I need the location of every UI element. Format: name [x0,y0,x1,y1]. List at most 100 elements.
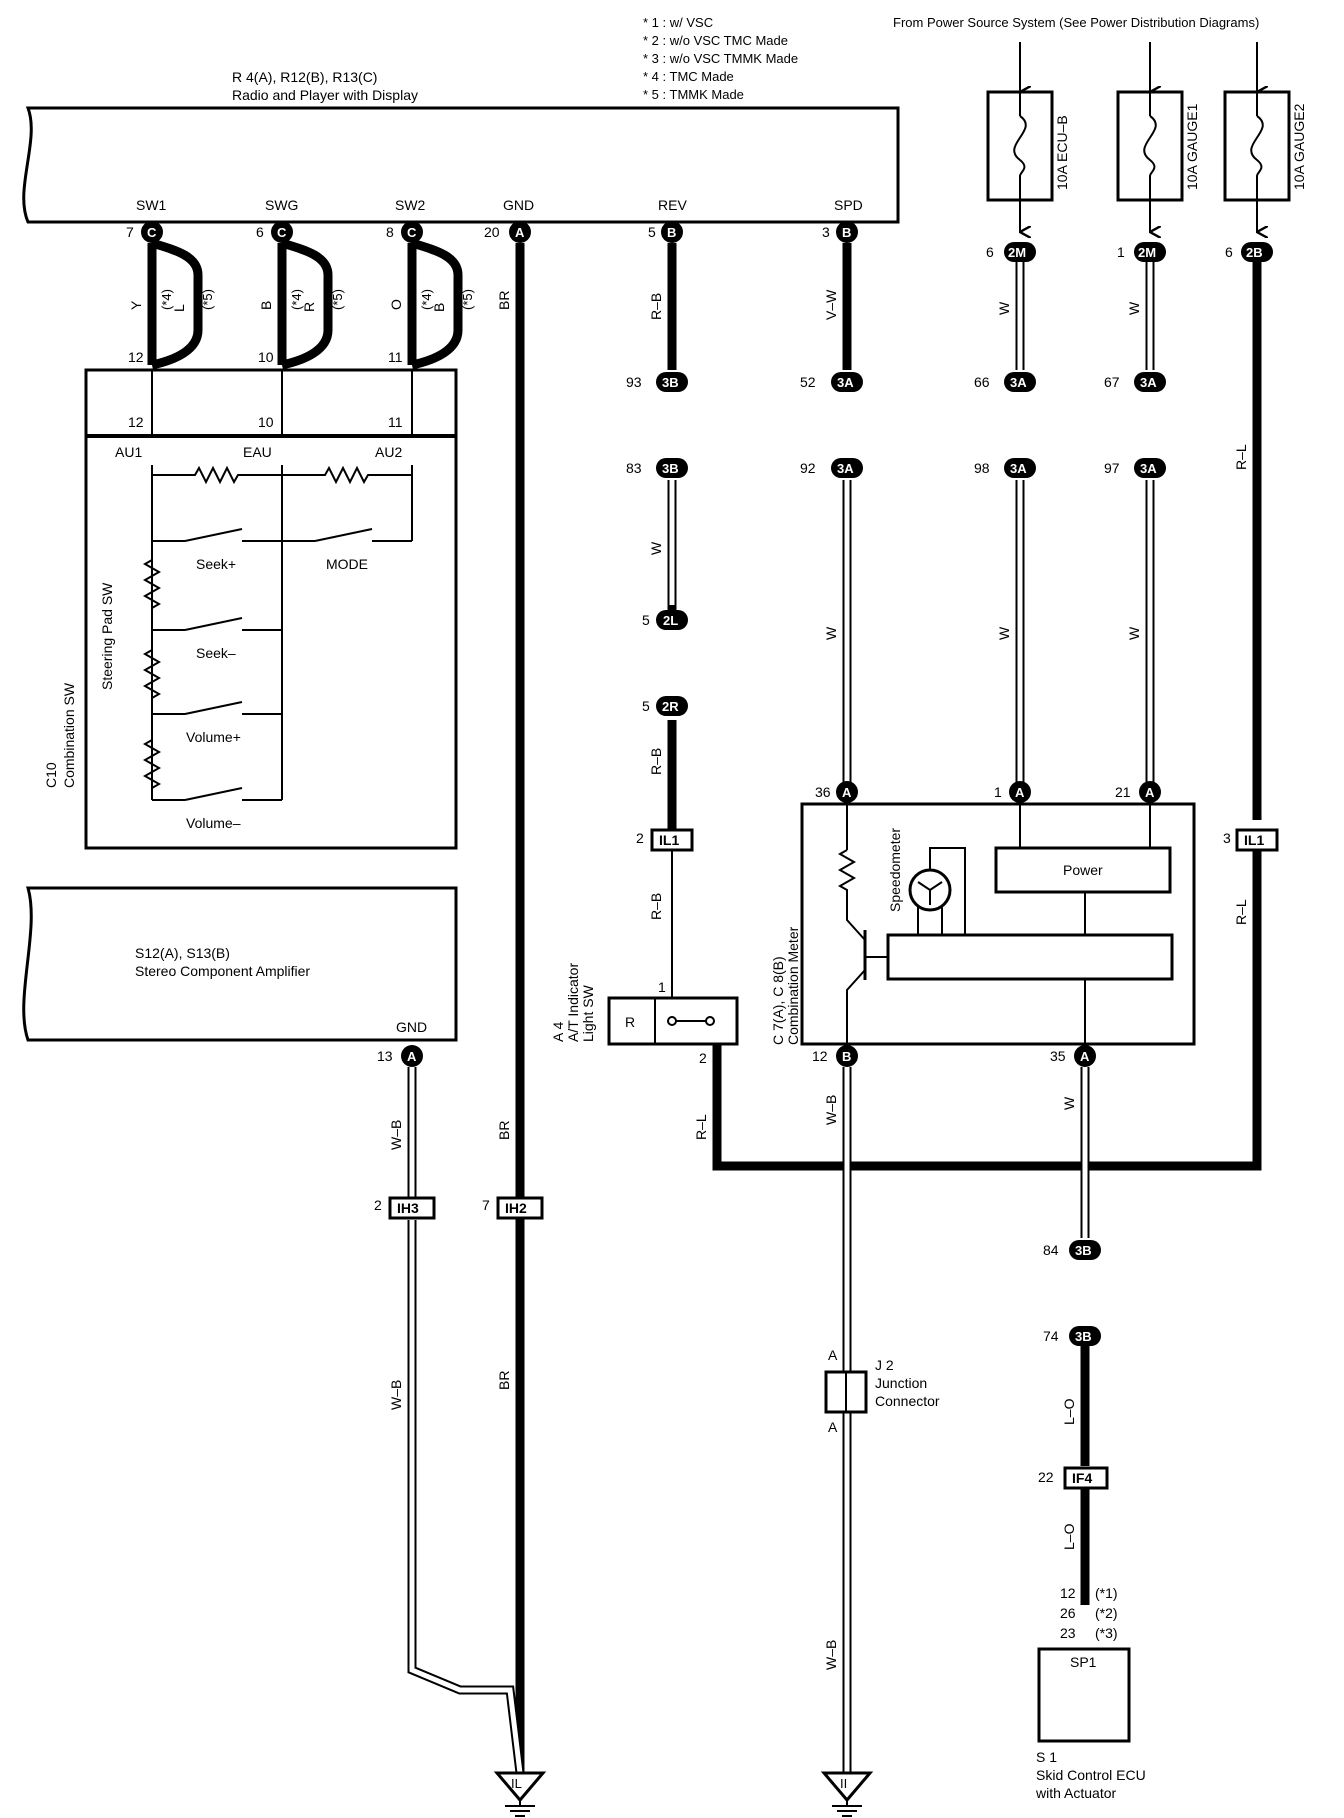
switch-seek-plus: Seek+ [196,556,236,572]
radio-conn-rev: B [667,225,676,240]
radio-name: Radio and Player with Display [232,87,418,103]
combo-inner-pin-10: 10 [258,414,274,430]
wire-color-l: L [171,304,187,312]
radio-pin-spd: SPD [834,197,863,213]
at-indicator-switch: R 1 2 A 4 A/T Indicator Light SW [550,963,739,1066]
note-3: * 3 : w/o VSC TMMK Made [643,51,798,66]
shield-note-5c: (*5) [460,289,475,310]
c66-id: 3A [1010,375,1027,390]
wire-br-label-1: BR [496,291,512,310]
amplifier-conn: A [407,1049,417,1064]
combo-term-eau: EAU [243,444,272,460]
sp1-name1: Skid Control ECU [1036,1767,1146,1783]
junction-ih3: 2 IH3 [374,1196,436,1220]
ground-ii-label: II [840,1776,847,1791]
radio-pin-sw2: SW2 [395,197,426,213]
note-2: * 2 : w/o VSC TMC Made [643,33,788,48]
j2-name1: Junction [875,1375,927,1391]
if4-num: 22 [1038,1469,1054,1485]
meter-ref: C 7(A), C 8(B) [770,956,786,1045]
at-sw-name2: Light SW [580,984,596,1042]
ground-ii: II [820,1771,874,1817]
wire-color-b1: B [258,301,274,310]
meter-pin-35: 35 [1050,1048,1066,1064]
wire-w-label-g1-2: W [1126,626,1142,640]
wire-rl-label-2: R–L [1233,899,1249,925]
wire-rb-label-3: R–B [648,893,664,920]
amplifier-component [22,886,458,1042]
wire-rl-label-3: R–L [693,1114,709,1140]
radio-component [22,106,900,224]
combo-term-au1: AU1 [115,444,142,460]
switch-mode: MODE [326,556,368,572]
radio-pin-num-sw1: 7 [126,224,134,240]
sp1-label: SP1 [1070,1654,1097,1670]
wire-wb-meter: W–B W–B [823,1067,852,1773]
switch-seek-minus: Seek– [196,645,236,661]
wire-br: BR BR BR [496,243,525,1773]
meter-pin-1: 1 [994,784,1002,800]
junction-il1-rev: 2 IL1 [636,828,694,852]
meter-pin-36: 36 [815,784,831,800]
ih2-id: IH2 [505,1200,527,1216]
wire-to-skid: W L–O L–O [1061,1067,1090,1605]
wire-wb-label-3: W–B [823,1095,839,1125]
shield-note-5b: (*5) [330,289,345,310]
power-source-label: From Power Source System (See Power Dist… [893,15,1259,30]
fuse-gauge2: 10A GAUGE2 [1223,90,1307,202]
combination-meter: 36 A 1 A 21 A 12 B 35 A Power Speedomete… [770,781,1196,1067]
radio-ref: R 4(A), R12(B), R13(C) [232,69,377,85]
amplifier-name: Stereo Component Amplifier [135,963,310,979]
meter-power-label: Power [1063,862,1103,878]
wire-wb-label-1: W–B [388,1120,404,1150]
sp1-pin-12: 12 [1060,1585,1076,1601]
option-notes: * 1 : w/ VSC * 2 : w/o VSC TMC Made * 3 … [643,15,798,102]
c92-id: 3A [837,461,854,476]
c2m2-num: 1 [1117,244,1125,260]
wire-color-o: O [388,299,404,310]
shielded-wires: Y L B R O B (*4) (*5) (*4) (*5) (*4) (*5… [128,238,475,370]
amplifier-pin-num: 13 [377,1048,393,1064]
switch-volume-plus: Volume+ [186,729,241,745]
sp1-note-2: (*2) [1095,1605,1118,1621]
wire-w-label-rev: W [648,541,664,555]
meter-pin-21: 21 [1115,784,1131,800]
radio-pin-num-gnd: 20 [484,224,500,240]
note-1: * 1 : w/ VSC [643,15,713,30]
radio-conn-sw1: C [147,225,157,240]
combo-sw-ref: C10 [43,762,59,788]
note-5: * 5 : TMMK Made [643,87,744,102]
note-4: * 4 : TMC Made [643,69,734,84]
c93-num: 93 [626,374,642,390]
combo-top-pin-12: 12 [128,349,144,365]
wire-br-label-2: BR [496,1121,512,1140]
if4-id: IF4 [1072,1470,1092,1486]
wire-w-label-g1-1: W [1126,301,1142,315]
sp1-pin-23: 23 [1060,1625,1076,1641]
combo-inner-pin-12: 12 [128,414,144,430]
switch-volume-minus: Volume– [186,815,241,831]
c98-num: 98 [974,460,990,476]
at-sw-pin1: 1 [658,979,666,995]
c93-id: 3B [662,375,679,390]
wire-vw-label: V–W [823,289,839,320]
radio-pin-swg: SWG [265,197,298,213]
c66-num: 66 [974,374,990,390]
c2r-num: 5 [642,698,650,714]
j2-name2: Connector [875,1393,940,1409]
c67-num: 67 [1104,374,1120,390]
radio-pin-num-spd: 3 [822,224,830,240]
fuse-ecu-b-label: 10A ECU–B [1054,115,1070,190]
combo-top-pin-11: 11 [388,349,403,365]
sp1-pin-26: 26 [1060,1605,1076,1621]
meter-conn-12: B [842,1049,851,1064]
junction-ih2: 7 IH2 [482,1196,544,1220]
radio-conn-sw2: C [407,225,417,240]
meter-pin-12: 12 [812,1048,828,1064]
radio-pins: SW1 SWG SW2 GND REV SPD 7 C 6 C 8 C 20 A… [126,197,863,243]
at-sw-r: R [625,1014,635,1030]
wire-spd: V–W W [823,243,852,790]
at-sw-pin2: 2 [699,1050,707,1066]
c74-id: 3B [1075,1329,1092,1344]
